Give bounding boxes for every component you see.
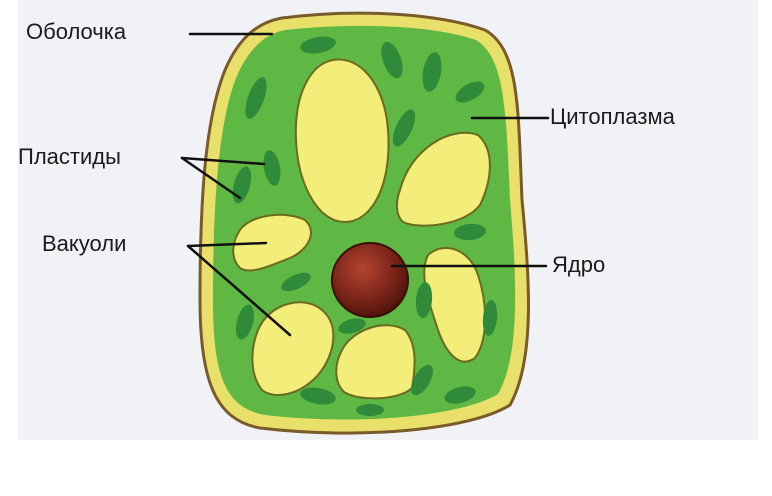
plastid (245, 77, 267, 119)
vacuole-left (232, 213, 312, 272)
plastid (300, 387, 336, 405)
leader-plastid-2 (180, 156, 242, 200)
vacuole-right-bottom (423, 246, 487, 363)
plastid (482, 300, 498, 336)
nucleus (331, 242, 409, 318)
plastids-group (232, 36, 498, 416)
plastid (338, 318, 366, 334)
leader-vacuole-2 (186, 244, 292, 337)
plastid (232, 166, 252, 204)
plastid (281, 272, 311, 292)
plastid (415, 282, 433, 318)
vacuole-top (294, 58, 390, 224)
leader-plastid-1 (180, 156, 266, 166)
plastid (263, 150, 281, 186)
plastid (392, 109, 416, 147)
leader-vacuole-1 (186, 241, 268, 248)
plastid (411, 364, 433, 396)
plastid (454, 223, 486, 241)
label-plastids: Пластиды (18, 144, 121, 169)
label-cytoplasm: Цитоплазма (550, 104, 675, 129)
label-wall: Оболочка (26, 19, 127, 44)
vacuole-right-top (396, 131, 491, 227)
plastid (235, 304, 255, 340)
label-vacuoles: Вакуоли (42, 231, 127, 256)
leader-lines (180, 32, 550, 337)
plastid (356, 404, 384, 416)
plastid (381, 41, 403, 79)
vacuole-bottom-left (251, 301, 335, 396)
plastid (300, 36, 336, 54)
label-nucleus: Ядро (552, 252, 606, 277)
plastid (422, 52, 442, 92)
plastid (444, 386, 476, 404)
plastid (455, 81, 485, 103)
